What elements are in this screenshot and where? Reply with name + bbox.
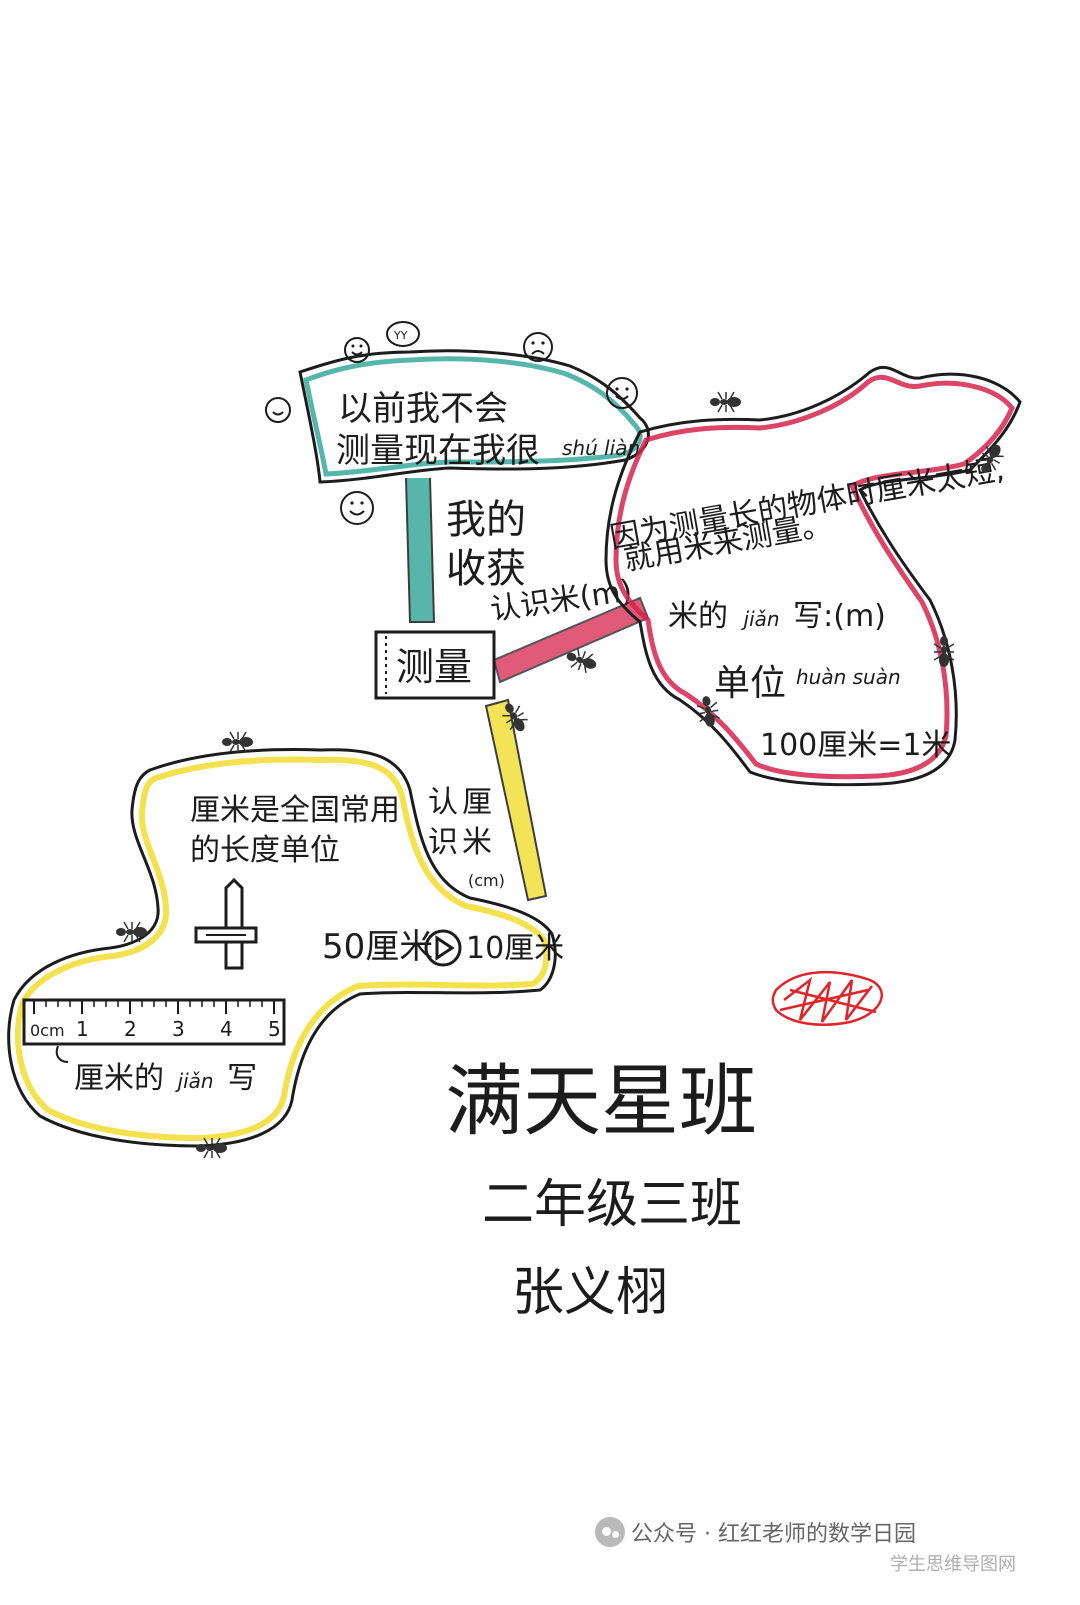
smiley-face-icon [265, 397, 291, 423]
wechat-logo-icon [595, 1517, 625, 1547]
harvest-line2: 收获 [446, 546, 526, 592]
cm-branch-unit: (cm) [468, 871, 505, 890]
center-node: 测量 [374, 630, 496, 700]
meter-unit-pinyin: huàn suàn [796, 665, 901, 689]
cm-branch-1b: 厘 [462, 785, 492, 820]
meter-abbr-pinyin: jiǎn [741, 607, 780, 631]
ruler-tick-label: 0cm [30, 1021, 65, 1040]
frowning-face-icon [523, 332, 553, 362]
smiley-face-icon: YY [386, 321, 420, 347]
smiley-face-icon [606, 377, 638, 409]
ruler-tick-label: 1 [76, 1017, 89, 1041]
top-cloud: 以前我不会 测量现在我很 shú liàn [298, 349, 650, 484]
meter-conversion: 100厘米=1米 [760, 728, 951, 763]
ruler-tick-label: 5 [268, 1017, 281, 1041]
cm-branch-2b: 米 [462, 825, 492, 860]
grade: 二年级三班 [482, 1175, 742, 1235]
ant-icon [933, 636, 955, 667]
class-name: 满天星班 [445, 1057, 757, 1147]
ant-icon [116, 921, 147, 943]
arrow-circle-icon [424, 929, 462, 967]
signature: 满天星班 二年级三班 张义栩 [445, 1057, 757, 1323]
ant-icon [696, 696, 720, 727]
top-cloud-line2: 测量现在我很 [336, 431, 540, 471]
ant-decorations [116, 391, 1004, 1159]
ant-icon [566, 648, 597, 673]
ant-icon [196, 1137, 227, 1159]
red-scribble-icon [771, 970, 883, 1026]
sword-icon [194, 877, 258, 970]
harvest-label: 我的 收获 [446, 497, 526, 592]
smiley-face-icon [340, 491, 374, 525]
cm-abbr-suffix: 写 [227, 1061, 257, 1096]
ruler-tick-label: 4 [220, 1017, 233, 1041]
ruler-tick-label: 2 [124, 1017, 137, 1041]
cm-cloud-line1: 厘米是全国常用 [190, 793, 400, 828]
smiley-face-icon [344, 337, 370, 363]
cm-compare-right: 10厘米 [466, 931, 564, 966]
center-node-label: 测量 [396, 645, 472, 689]
meter-unit-label: 单位 [714, 663, 786, 704]
watermark-site: 学生思维导图网 [890, 1554, 1016, 1575]
cm-branch-2a: 识 [428, 825, 458, 860]
cm-compare-left: 50厘米 [322, 927, 433, 967]
svg-text:米的 jiǎn 写:(m): 米的 jiǎn 写:(m) [668, 599, 886, 634]
harvest-line1: 我的 [446, 497, 526, 543]
svg-text:YY: YY [393, 329, 408, 342]
cm-cloud: 厘米是全国常用 的长度单位 认 厘 识 米 (cm) 50厘米 10厘米 0cm… [7, 748, 564, 1148]
cm-abbr-pinyin: jiǎn [175, 1069, 214, 1093]
cm-branch-1a: 认 [428, 785, 458, 820]
meter-abbr-suffix: 写:(m) [793, 599, 886, 634]
ruler-icon: 0cm 1 2 3 4 5 [22, 998, 286, 1046]
meter-cloud: 因为测量长的物体时厘米太短, 就用米来测量。 米的 jiǎn 写:(m) 单位 … [604, 365, 1022, 787]
ant-icon [710, 391, 741, 413]
student-name: 张义栩 [512, 1263, 668, 1323]
teal-connector [405, 477, 436, 623]
svg-text:厘米的 jiǎn 写: 厘米的 jiǎn 写 [74, 1061, 257, 1096]
ant-icon [502, 703, 528, 732]
top-cloud-line1: 以前我不会 [338, 389, 508, 429]
cm-abbr-prefix: 厘米的 [74, 1061, 164, 1096]
ruler-tick-label: 3 [172, 1017, 185, 1041]
cm-cloud-line2: 的长度单位 [190, 833, 340, 868]
watermark-source: 公众号 · 红红老师的数学日园 [595, 1512, 916, 1552]
ant-icon [978, 444, 1004, 473]
watermark-source-text: 公众号 · 红红老师的数学日园 [631, 1522, 916, 1547]
cm-branch [484, 698, 548, 902]
ant-icon [222, 731, 253, 753]
meter-abbr-prefix: 米的 [668, 599, 728, 634]
